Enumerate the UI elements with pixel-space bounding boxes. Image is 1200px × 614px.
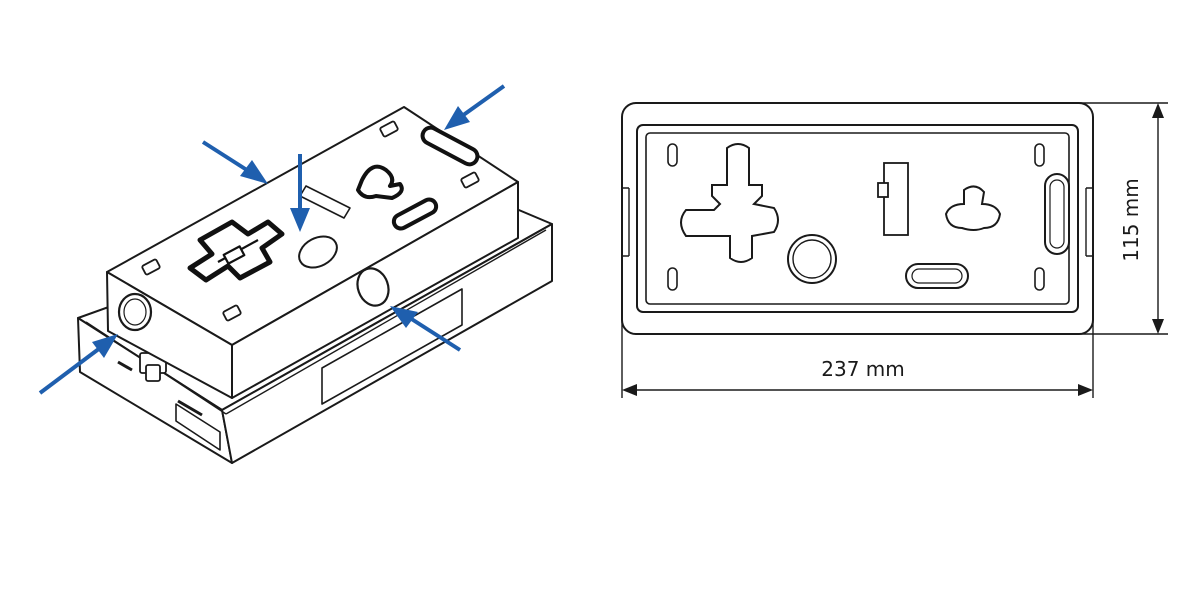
clip-window [877, 162, 909, 236]
knockout-side [356, 267, 390, 307]
small-keyhole [944, 185, 1002, 231]
keyhole-small [356, 164, 404, 200]
oval-slot-right [391, 197, 439, 231]
arrow-icon [290, 154, 310, 232]
arrow-icon [444, 84, 506, 130]
oval-slot-back [420, 125, 480, 167]
height-dimension-label: 115 mm [1119, 178, 1143, 262]
tray-recess [175, 403, 221, 451]
front-view [621, 102, 1094, 335]
arrow-icon [38, 334, 118, 395]
dimension-annotations [621, 102, 1168, 398]
arrow-icon [390, 306, 462, 352]
screw-slot [667, 143, 1045, 291]
screw-slot [141, 120, 480, 322]
arrow-icon [201, 140, 268, 184]
pointer-arrows [38, 84, 506, 395]
isometric-box-view [77, 106, 553, 464]
cross-keyhole [680, 143, 779, 263]
width-dimension-label: 237 mm [821, 357, 905, 381]
knockout-top [298, 235, 338, 269]
